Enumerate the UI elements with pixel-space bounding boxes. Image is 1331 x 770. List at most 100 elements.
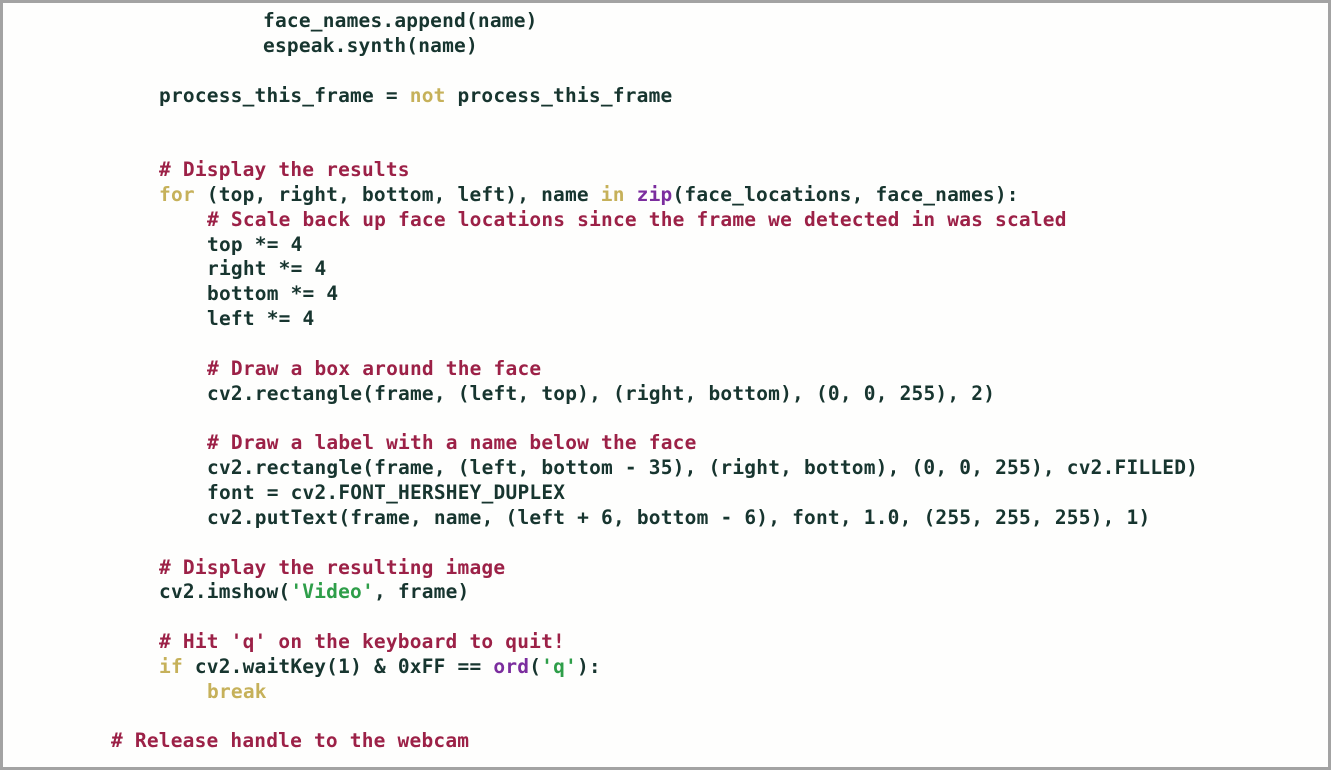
code-token-plain: (face_locations, face_names):: [672, 182, 1019, 206]
code-line[interactable]: # Release handle to the webcam: [3, 729, 1328, 754]
code-token-number: 255: [995, 505, 1031, 529]
code-token-plain: ),: [1090, 505, 1127, 529]
code-token-op: *=: [290, 282, 327, 306]
code-token-plain: , bottom -: [612, 505, 745, 529]
code-line-blank[interactable]: [3, 133, 1328, 158]
code-token-keyword: if: [159, 654, 183, 678]
code-token-plain: ,: [935, 456, 960, 480]
code-token-plain: ) &: [350, 654, 398, 678]
code-line[interactable]: # Draw a box around the face: [3, 357, 1328, 382]
code-token-comment: # Scale back up face locations since the…: [207, 207, 1067, 231]
code-token-plain: ), font,: [756, 505, 864, 529]
code-token-plain: ), (right, bottom), (: [672, 456, 924, 480]
code-token-number: 1: [1126, 505, 1139, 529]
code-token-number: 6: [601, 505, 613, 529]
code-token-number: 255: [995, 456, 1031, 480]
code-token-plain: ): [1138, 505, 1151, 529]
code-token-comment: # Draw a label with a name below the fac…: [207, 431, 697, 455]
code-token-keyword: break: [207, 679, 267, 703]
code-token-number: 255: [935, 505, 972, 529]
code-token-builtin: ord: [493, 654, 530, 678]
code-token-number: 2: [971, 381, 984, 405]
code-line-blank[interactable]: [3, 59, 1328, 84]
code-token-plain: bottom: [207, 282, 291, 306]
code-token-number: 4: [314, 257, 327, 281]
code-token-number: 4: [290, 232, 303, 256]
code-line[interactable]: # Draw a label with a name below the fac…: [3, 431, 1328, 456]
code-line[interactable]: break: [3, 679, 1328, 705]
code-token-plain: process_this_frame: [445, 83, 673, 107]
code-line[interactable]: cv2.putText(frame, name, (left + 6, bott…: [3, 505, 1328, 531]
code-token-number: 35: [648, 456, 673, 480]
code-token-plain: (: [529, 654, 542, 678]
code-token-op: *=: [254, 232, 291, 256]
code-token-plain: espeak.synth(name): [263, 33, 478, 57]
code-editor-surface[interactable]: face_names.append(name)espeak.synth(name…: [3, 3, 1328, 767]
code-token-number: 0xFF: [397, 654, 446, 678]
code-token-number: 0: [863, 381, 876, 405]
code-line[interactable]: process_this_frame = not process_this_fr…: [3, 83, 1328, 109]
code-line[interactable]: for (top, right, bottom, left), name in …: [3, 182, 1328, 208]
code-line[interactable]: top *= 4: [3, 232, 1328, 258]
code-line[interactable]: # Display the resulting image: [3, 555, 1328, 581]
code-token-plain: face_names.append(name): [263, 9, 538, 32]
code-token-plain: ):: [576, 654, 601, 678]
code-token-string: 'q': [541, 654, 577, 678]
code-line[interactable]: cv2.imshow('Video', frame): [3, 580, 1328, 605]
code-token-number: 255: [1054, 505, 1091, 529]
code-line-blank[interactable]: [3, 332, 1328, 357]
code-token-plain: ,: [971, 505, 996, 529]
code-token-number: 0: [959, 456, 972, 480]
code-token-plain: [625, 183, 637, 206]
code-token-number: 0: [923, 456, 936, 480]
code-line-blank[interactable]: [3, 705, 1328, 730]
code-line[interactable]: # Display the results: [3, 158, 1328, 183]
code-line[interactable]: # Hit 'q' on the keyboard to quit!: [3, 630, 1328, 655]
code-token-number: 6: [744, 505, 757, 529]
code-token-keyword: not: [409, 83, 446, 107]
code-line[interactable]: right *= 4: [3, 257, 1328, 282]
code-line[interactable]: # Scale back up face locations since the…: [3, 207, 1328, 233]
code-line[interactable]: cv2.rectangle(frame, (left, top), (right…: [3, 381, 1328, 407]
code-token-plain: font = cv2.FONT_HERSHEY_DUPLEX: [207, 481, 566, 505]
code-token-op: *=: [278, 257, 315, 281]
code-token-plain: , (: [899, 505, 936, 529]
code-token-plain: process_this_frame: [159, 83, 386, 107]
code-line[interactable]: bottom *= 4: [3, 282, 1328, 307]
code-token-comment: # Release handle to the webcam: [111, 729, 470, 753]
code-token-plain: , frame): [373, 580, 470, 604]
code-line[interactable]: cv2.rectangle(frame, (left, bottom - 35)…: [3, 456, 1328, 481]
code-line-blank[interactable]: [3, 108, 1328, 133]
code-line[interactable]: espeak.synth(name): [3, 33, 1328, 59]
code-token-plain: left: [207, 307, 267, 331]
code-token-plain: ,: [839, 381, 864, 405]
code-token-comment: # Display the resulting image: [159, 555, 506, 579]
code-token-op: =: [385, 83, 410, 107]
code-token-number: 255: [899, 381, 936, 405]
code-token-plain: right: [207, 257, 279, 281]
code-line[interactable]: if cv2.waitKey(1) & 0xFF == ord('q'):: [3, 654, 1328, 680]
code-token-plain: cv2.rectangle(frame, (left, top), (right…: [207, 381, 828, 405]
code-token-op: ==: [445, 654, 494, 678]
code-token-op: *=: [266, 307, 303, 331]
code-line-blank[interactable]: [3, 531, 1328, 556]
code-line[interactable]: face_names.append(name): [3, 9, 1328, 34]
code-token-builtin: zip: [636, 182, 673, 206]
code-token-number: 4: [302, 307, 315, 331]
code-token-plain: cv2.imshow(: [159, 580, 291, 604]
code-line[interactable]: left *= 4: [3, 307, 1328, 332]
code-token-plain: ,: [1030, 505, 1055, 529]
code-line-blank[interactable]: [3, 407, 1328, 432]
code-token-number: 4: [326, 282, 339, 306]
code-token-number: 1: [338, 654, 351, 678]
code-token-plain: ,: [971, 456, 996, 480]
code-line[interactable]: font = cv2.FONT_HERSHEY_DUPLEX: [3, 481, 1328, 506]
code-token-plain: ,: [875, 381, 900, 405]
code-token-plain: cv2.putText(frame, name, (left +: [207, 505, 602, 529]
code-token-number: 0: [827, 381, 840, 405]
code-token-plain: ): [983, 381, 996, 405]
code-line-blank[interactable]: [3, 605, 1328, 630]
code-token-plain: cv2.rectangle(frame, (left, bottom -: [207, 456, 649, 480]
code-token-plain: cv2.waitKey(: [182, 654, 339, 678]
